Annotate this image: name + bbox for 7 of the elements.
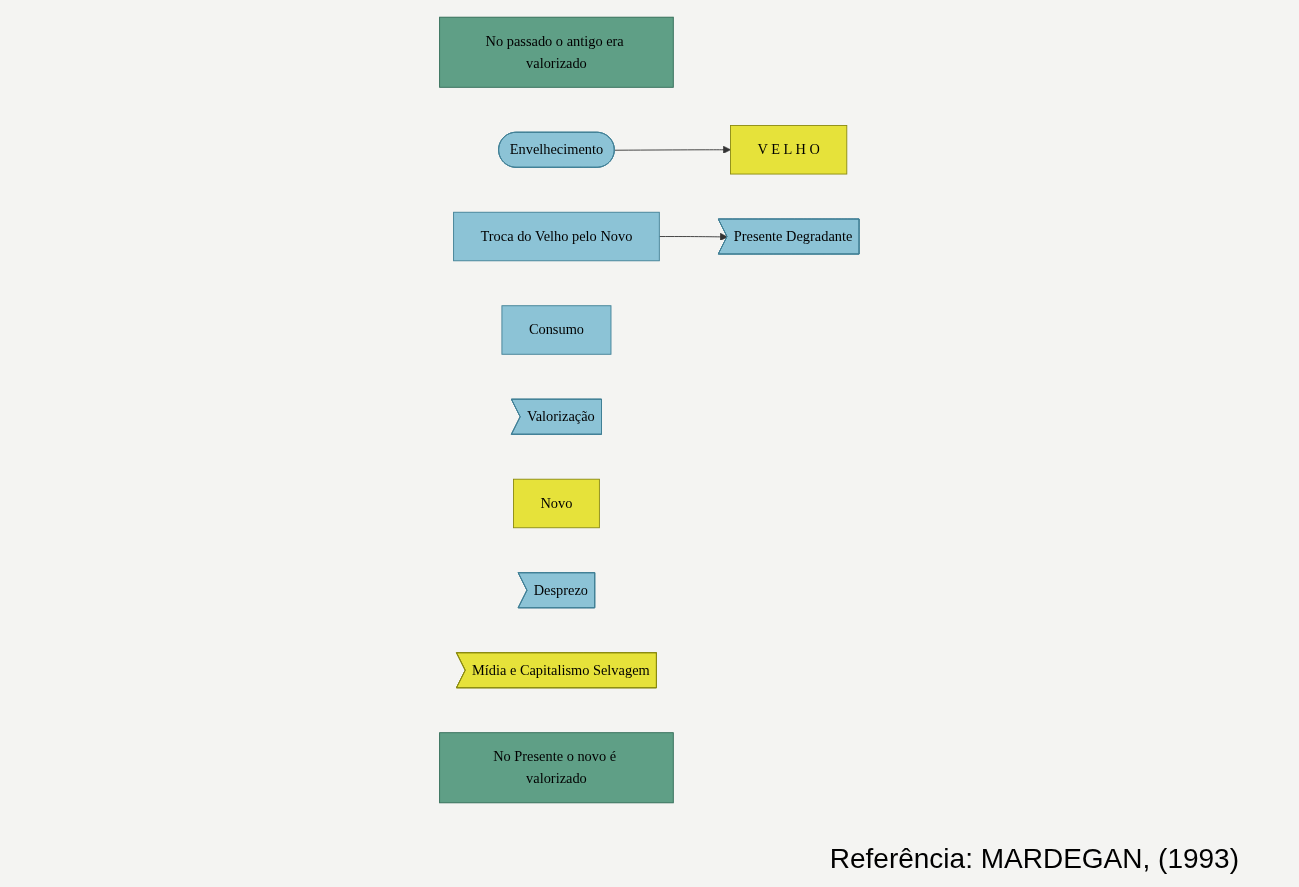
- node-box: Novo: [513, 478, 600, 529]
- node-box: Troca do Velho pelo Novo: [453, 211, 660, 262]
- node-box: No passado o antigo era valorizado: [439, 16, 674, 88]
- node-box: V E L H O: [730, 125, 848, 175]
- node-box: No Presente o novo é valorizado: [439, 732, 674, 804]
- node-box: Consumo: [501, 305, 612, 355]
- reference-caption: Referência: MARDEGAN, (1993): [829, 843, 1239, 875]
